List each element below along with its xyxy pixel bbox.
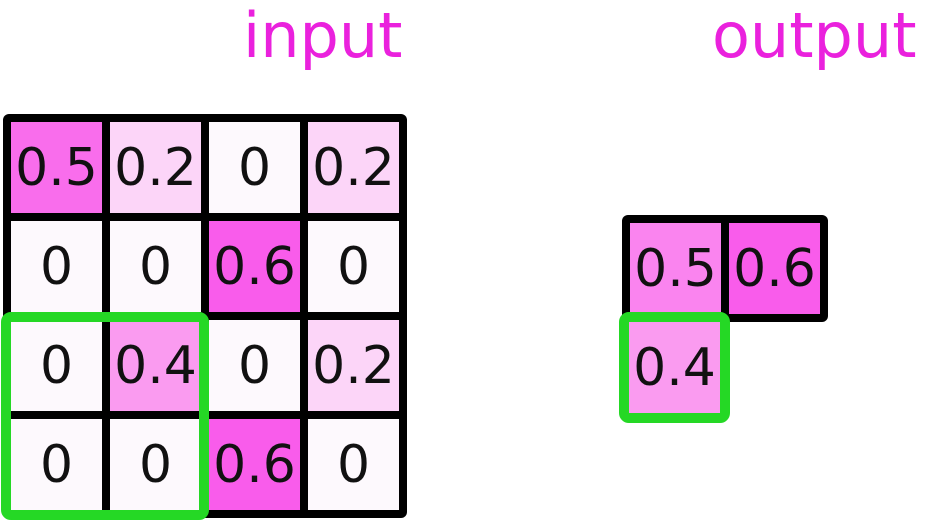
input-cell: 0 [11, 221, 102, 312]
output-matrix-title: output [712, 0, 917, 72]
input-cell: 0.6 [209, 419, 300, 510]
input-cell: 0 [308, 419, 399, 510]
pooling-window-highlight-box [1, 312, 209, 520]
input-cell: 0.5 [11, 122, 102, 213]
input-matrix-title: input [243, 0, 403, 72]
output-matrix-grid: 0.5 0.6 [622, 215, 828, 322]
input-cell: 0 [11, 419, 102, 510]
input-cell: 0 [110, 419, 201, 510]
input-cell: 0 [110, 221, 201, 312]
input-cell: 0.6 [209, 221, 300, 312]
input-cell: 0.4 [110, 320, 201, 411]
input-cell: 0.2 [110, 122, 201, 213]
output-highlighted-cell: 0.4 [619, 312, 730, 423]
input-cell: 0 [209, 320, 300, 411]
input-cell: 0 [308, 221, 399, 312]
input-cell: 0.2 [308, 122, 399, 213]
output-cell: 0.6 [729, 223, 820, 314]
input-matrix-grid: 0.5 0.2 0 0.2 0 0 0.6 0 0 0.4 0 0.2 0 0 … [3, 114, 407, 518]
output-cell: 0.5 [630, 223, 721, 314]
input-cell: 0 [209, 122, 300, 213]
input-cell: 0 [11, 320, 102, 411]
input-cell: 0.2 [308, 320, 399, 411]
